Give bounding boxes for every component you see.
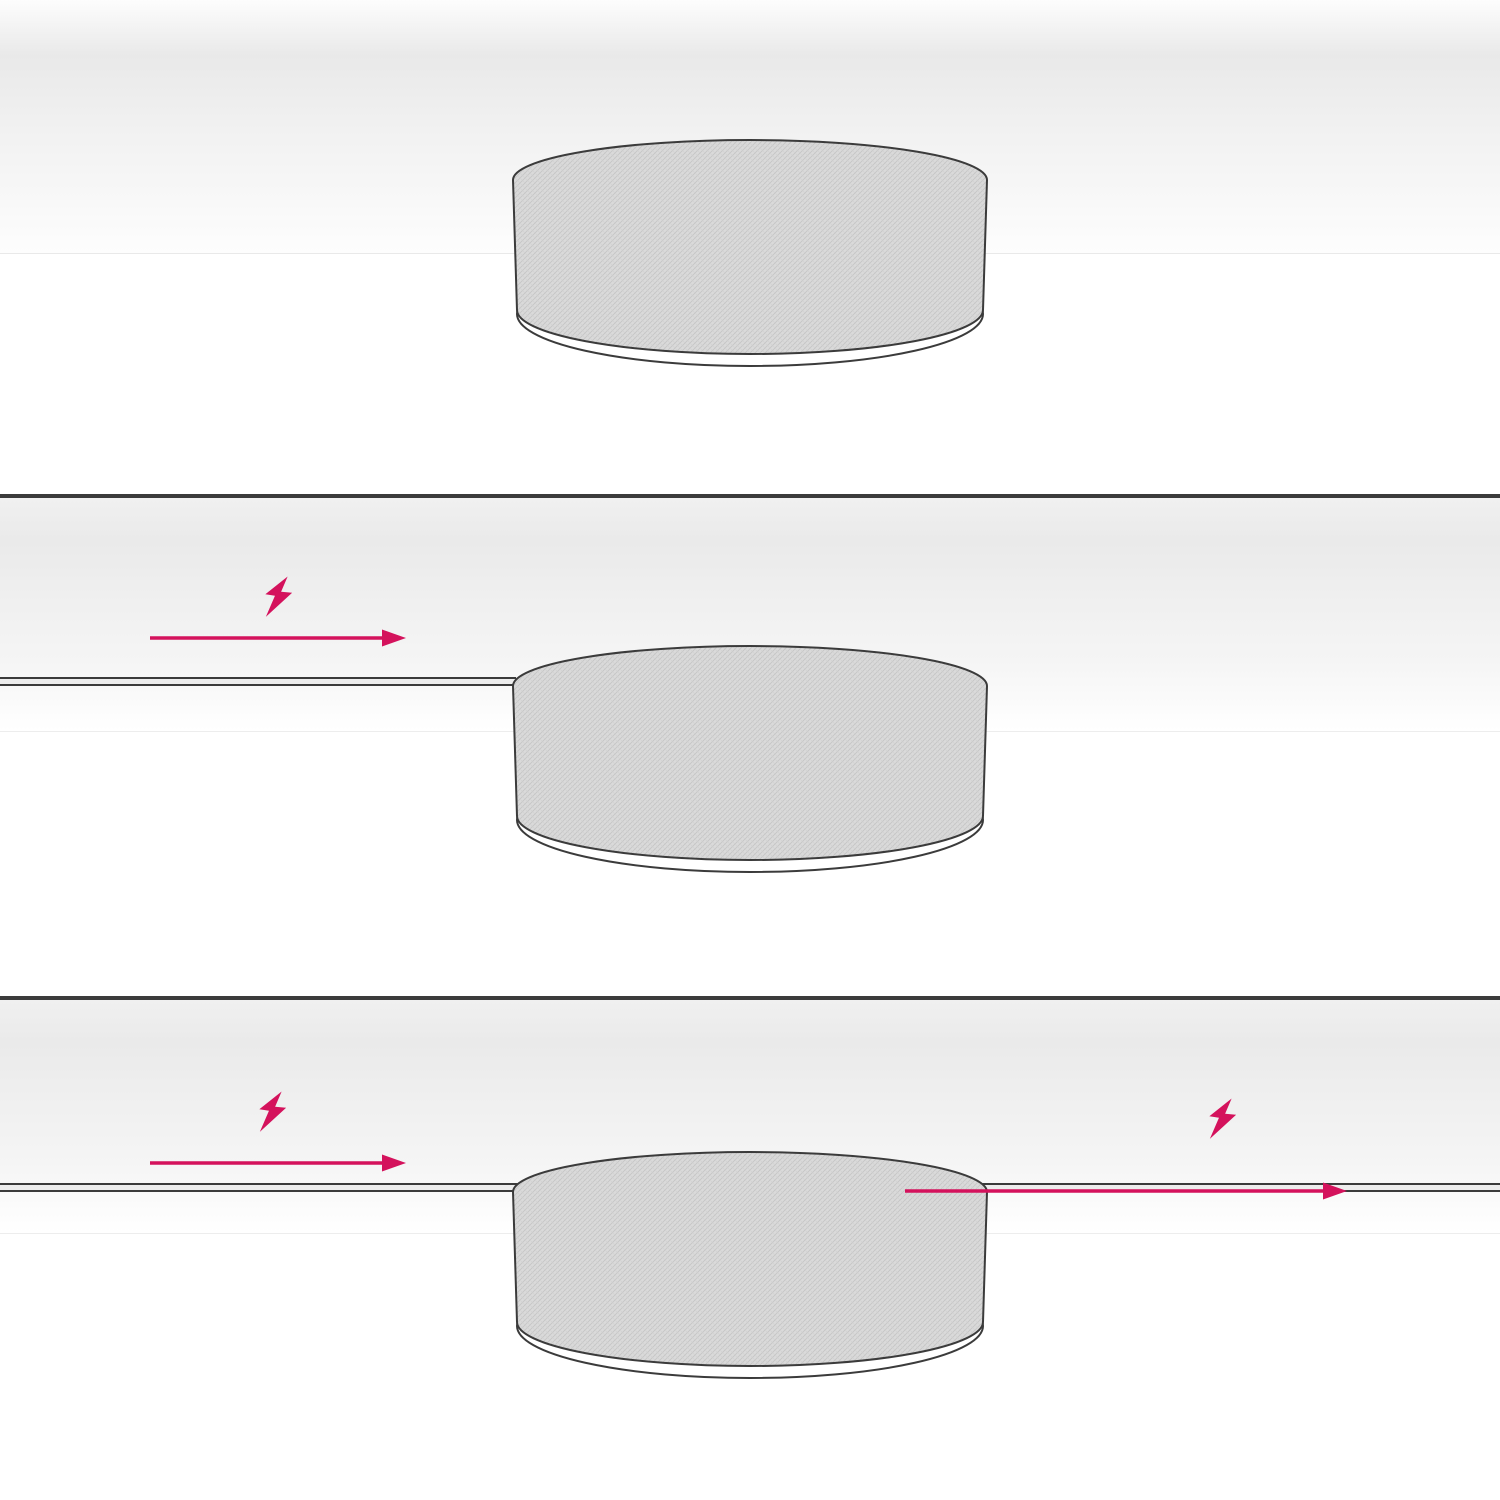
arrow-right-icon [150,629,406,647]
arrow-right-icon [905,1182,1347,1200]
panel-lamp-cable-pass-through [0,1000,1500,1500]
arrow-head [1323,1182,1347,1200]
panel-divider-line [0,996,1500,1000]
power-cable-left [0,677,516,686]
drum-ceiling-lamp [510,138,990,370]
panel-lamp-cable-left [0,498,1500,996]
panel-lamp-no-cable [0,0,1500,494]
drum-ceiling-lamp [510,644,990,876]
arrow-right-icon [150,1154,406,1172]
arrow-head [382,1154,406,1172]
lamp-shape-use [513,646,987,872]
arrow-head [382,629,406,647]
lamp-shape-use [513,140,987,366]
panel-divider-line [0,494,1500,498]
